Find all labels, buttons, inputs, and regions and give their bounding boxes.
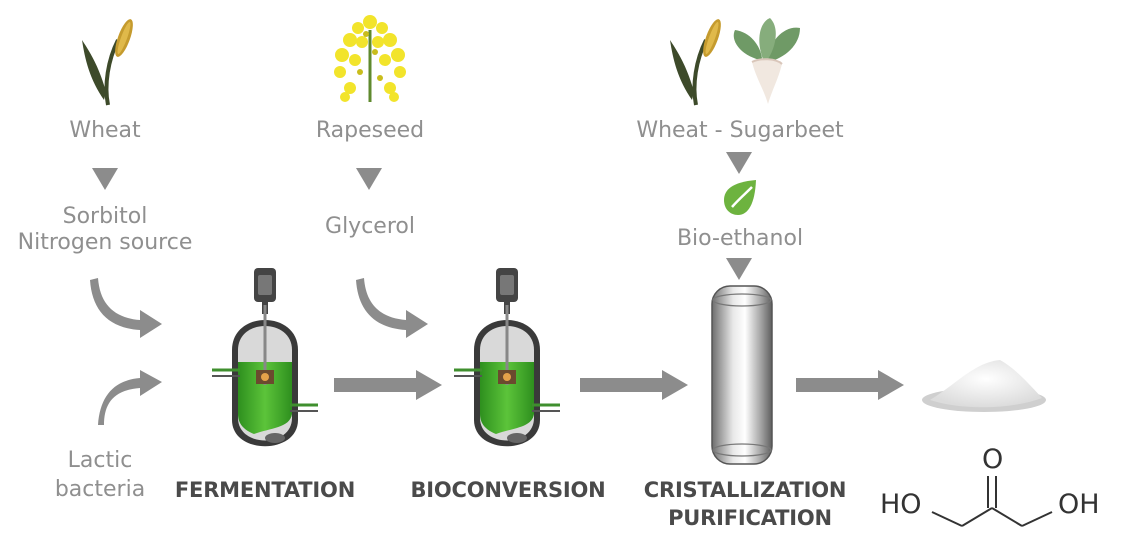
fermenter-icon [212,268,318,447]
input-glycerol: Glycerol [325,214,415,239]
rapeseed-icon [334,15,406,102]
molecule-oh: OH [1058,489,1100,520]
curved-arrow-sorbitol [90,278,162,338]
wheat-sugarbeet-icon [670,18,800,106]
source-wheat-sugarbeet: Wheat - Sugarbeet [636,118,844,143]
arrow-bioconv-to-cristal [580,370,688,400]
step-purification: PURIFICATION [668,506,832,530]
curved-arrow-glycerol [356,278,428,338]
input-bioethanol: Bio-ethanol [676,226,804,251]
step-fermentation: FERMENTATION [174,478,356,502]
bioethanol-drop-icon [724,180,756,215]
bioreactor-icon [454,268,560,447]
down-arrow-wheat [92,168,118,190]
source-rapeseed: Rapeseed [315,118,425,143]
powder-product-icon [922,360,1046,412]
input-lactic: Lactic [67,448,133,473]
arrow-ferment-to-bioconv [334,370,442,400]
down-arrow-bioethanol [726,258,752,280]
step-bioconversion: BIOCONVERSION [410,478,606,502]
input-nitrogen-source: Nitrogen source [17,230,193,255]
down-arrow-sugarbeet [726,152,752,174]
molecule-oxygen: O [982,444,1004,475]
step-cristallization: CRISTALLIZATION [643,478,847,502]
arrow-cristal-to-product [796,370,904,400]
curved-arrow-lactic [98,370,162,425]
source-wheat: Wheat [69,118,141,143]
down-arrow-rapeseed [356,168,382,190]
dihydroxyacetone-structure [931,476,1053,527]
input-sorbitol: Sorbitol [62,204,148,229]
input-bacteria: bacteria [54,477,146,502]
molecule-ho: HO [880,489,922,520]
wheat-icon [82,19,133,106]
crystallization-column-icon [711,285,773,465]
